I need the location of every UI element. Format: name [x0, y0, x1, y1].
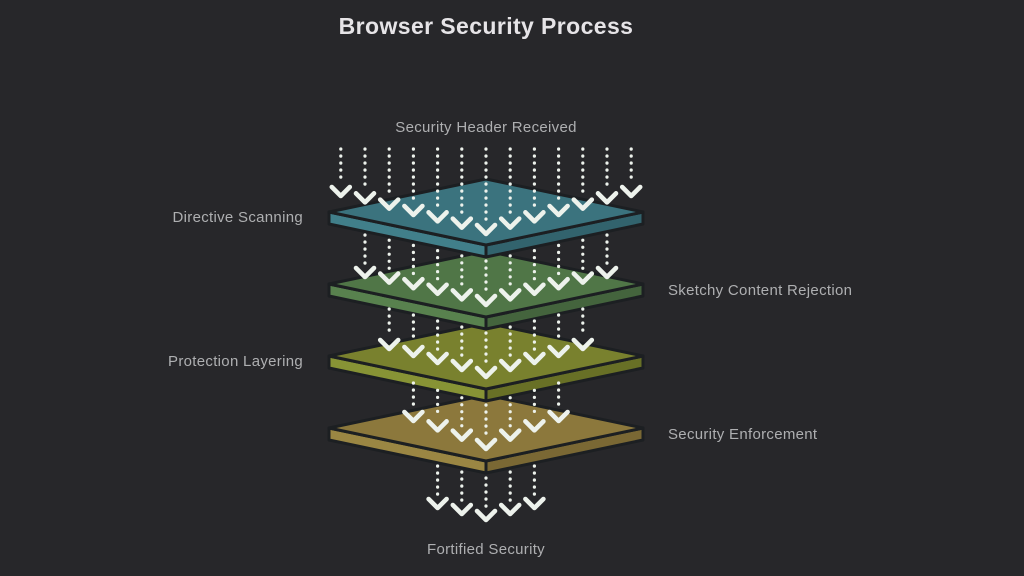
arrow-band-2 [353, 233, 619, 308]
down-arrowhead-icon [547, 344, 570, 359]
down-arrowhead-icon [450, 216, 474, 230]
down-arrowhead-icon [450, 502, 474, 517]
down-arrowhead-icon [523, 210, 546, 224]
down-arrowhead-icon [498, 502, 522, 517]
down-arrowhead-icon [571, 337, 595, 352]
down-arrowhead-icon [523, 419, 546, 433]
down-arrowhead-icon [450, 288, 474, 302]
layer-3-slab [327, 321, 645, 403]
down-arrowhead-icon [450, 428, 474, 442]
down-arrowhead-icon [498, 216, 522, 230]
layer-4-slab [327, 393, 645, 475]
down-arrowhead-icon [547, 203, 570, 218]
down-arrowhead-icon [377, 337, 401, 352]
layer-1-label: Directive Scanning [172, 209, 303, 226]
down-arrowhead-icon [547, 409, 570, 424]
layer-2-label: Sketchy Content Rejection [668, 282, 853, 299]
down-arrowhead-icon [426, 282, 449, 297]
down-arrowhead-icon [595, 191, 619, 205]
down-arrowhead-icon [571, 271, 595, 285]
arrow-band-1 [329, 147, 643, 237]
down-arrowhead-icon [353, 265, 377, 280]
down-arrowhead-icon [402, 203, 425, 218]
layer-4-label: Security Enforcement [668, 426, 818, 443]
page-title: Browser Security Process [338, 13, 634, 39]
down-arrowhead-icon [619, 184, 643, 199]
down-arrowhead-icon [523, 496, 546, 511]
arrow-band-5 [426, 464, 546, 523]
down-arrowhead-icon [402, 344, 425, 359]
down-arrowhead-icon [353, 191, 377, 205]
down-arrowhead-icon [498, 288, 522, 302]
down-arrowhead-icon [450, 358, 474, 373]
down-arrowhead-icon [595, 265, 619, 280]
down-arrowhead-icon [426, 351, 449, 366]
down-arrowhead-icon [474, 365, 498, 380]
layer-3-top-face [327, 321, 645, 391]
down-arrowhead-icon [523, 282, 546, 297]
down-arrowhead-icon [377, 271, 401, 285]
layer-4-top-face [327, 393, 645, 463]
down-arrowhead-icon [474, 508, 498, 523]
down-arrowhead-icon [474, 437, 498, 452]
down-arrowhead-icon [426, 496, 449, 511]
arrow-band-4 [402, 381, 570, 452]
down-arrowhead-icon [402, 276, 425, 291]
arrow-band-3 [377, 307, 595, 380]
down-arrowhead-icon [523, 351, 546, 366]
down-arrowhead-icon [329, 184, 353, 199]
down-arrowhead-icon [498, 428, 522, 442]
down-arrowhead-icon [402, 409, 425, 424]
down-arrowhead-icon [547, 276, 570, 291]
layer-2-slab [327, 249, 645, 331]
down-arrowhead-icon [426, 419, 449, 433]
down-arrowhead-icon [474, 293, 498, 308]
input-label: Security Header Received [395, 119, 577, 136]
down-arrowhead-icon [426, 210, 449, 224]
down-arrowhead-icon [571, 197, 595, 211]
layer-3-label: Protection Layering [168, 353, 303, 370]
down-arrowhead-icon [498, 358, 522, 373]
output-label: Fortified Security [427, 541, 545, 558]
down-arrowhead-icon [474, 222, 498, 237]
down-arrowhead-icon [377, 197, 401, 211]
